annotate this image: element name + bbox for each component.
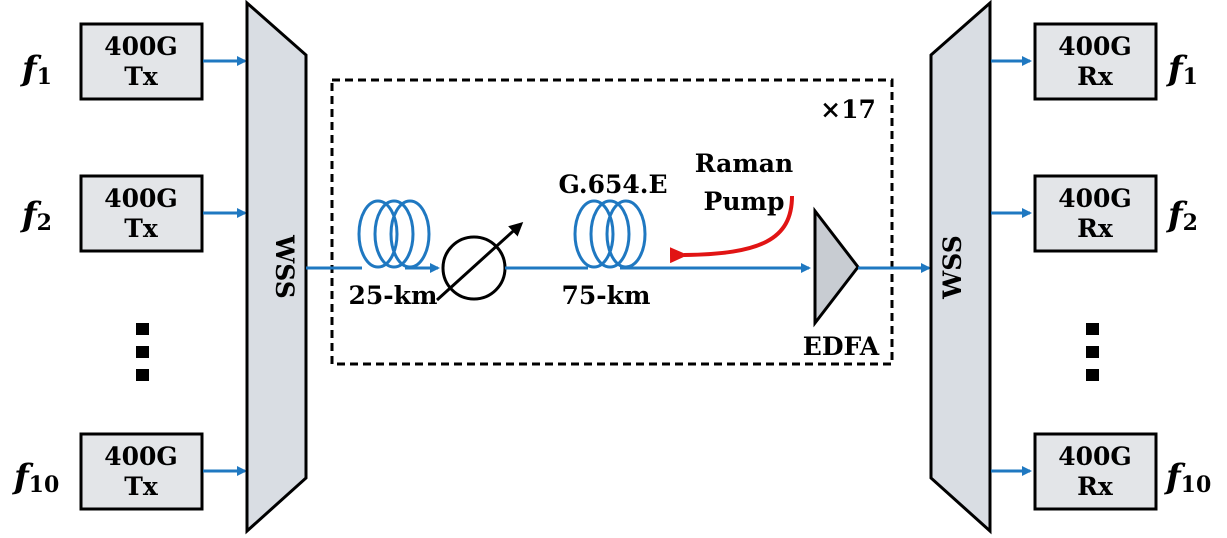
span-loop-box [330,78,894,366]
right-freq-10: f10 [1164,457,1211,498]
fiber-spool-25km [357,199,431,269]
rx-box-10-line2: Rx [1077,472,1114,501]
tx-box-10-line2: Tx [124,472,159,501]
tx-box-2: 400G Tx [79,174,204,253]
raman-pump-arrow [669,195,794,264]
fiber2-length-label: 75-km [562,281,651,310]
fiber1-length-label: 25-km [349,281,438,310]
tx-box-1: 400G Tx [79,22,204,101]
left-freq-1: f1 [20,49,52,90]
tx-box-10-line1: 400G [104,442,178,471]
rx-box-2-line2: Rx [1077,214,1114,243]
right-ellipsis [1086,323,1099,381]
fiber2-type-label: G.654.E [558,170,667,199]
tx-box-1-line2: Tx [124,62,159,91]
span-repeat-label: ×17 [820,95,876,124]
fiber-spool-75km [573,199,647,269]
tx-box-2-line2: Tx [124,214,159,243]
rx-box-10-line1: 400G [1058,442,1132,471]
rx-box-2-line1: 400G [1058,184,1132,213]
raman-label-line1: Raman [695,149,793,178]
tx-box-2-line1: 400G [104,184,178,213]
rx-box-10: 400G Rx [1033,432,1158,511]
raman-label-line2: Pump [704,187,785,216]
rx-box-1-line2: Rx [1077,62,1114,91]
right-freq-2: f2 [1166,195,1198,236]
tx-box-1-line1: 400G [104,32,178,61]
rx-box-1-line1: 400G [1058,32,1132,61]
right-freq-1: f1 [1166,49,1198,90]
left-freq-2: f2 [20,195,52,236]
left-freq-10: f10 [12,457,59,498]
wss-right-label: WSS [938,235,967,300]
tx-box-10: 400G Tx [79,432,204,511]
variable-attenuator-icon [435,221,524,302]
rx-box-1: 400G Rx [1033,22,1158,101]
edfa-label: EDFA [803,332,880,361]
left-ellipsis [136,323,149,381]
edfa-amplifier-icon [813,206,860,328]
wss-left-label: WSS [270,234,299,299]
wss-right: WSS [929,0,992,535]
rx-box-2: 400G Rx [1033,174,1158,253]
wss-left: WSS [245,0,308,535]
